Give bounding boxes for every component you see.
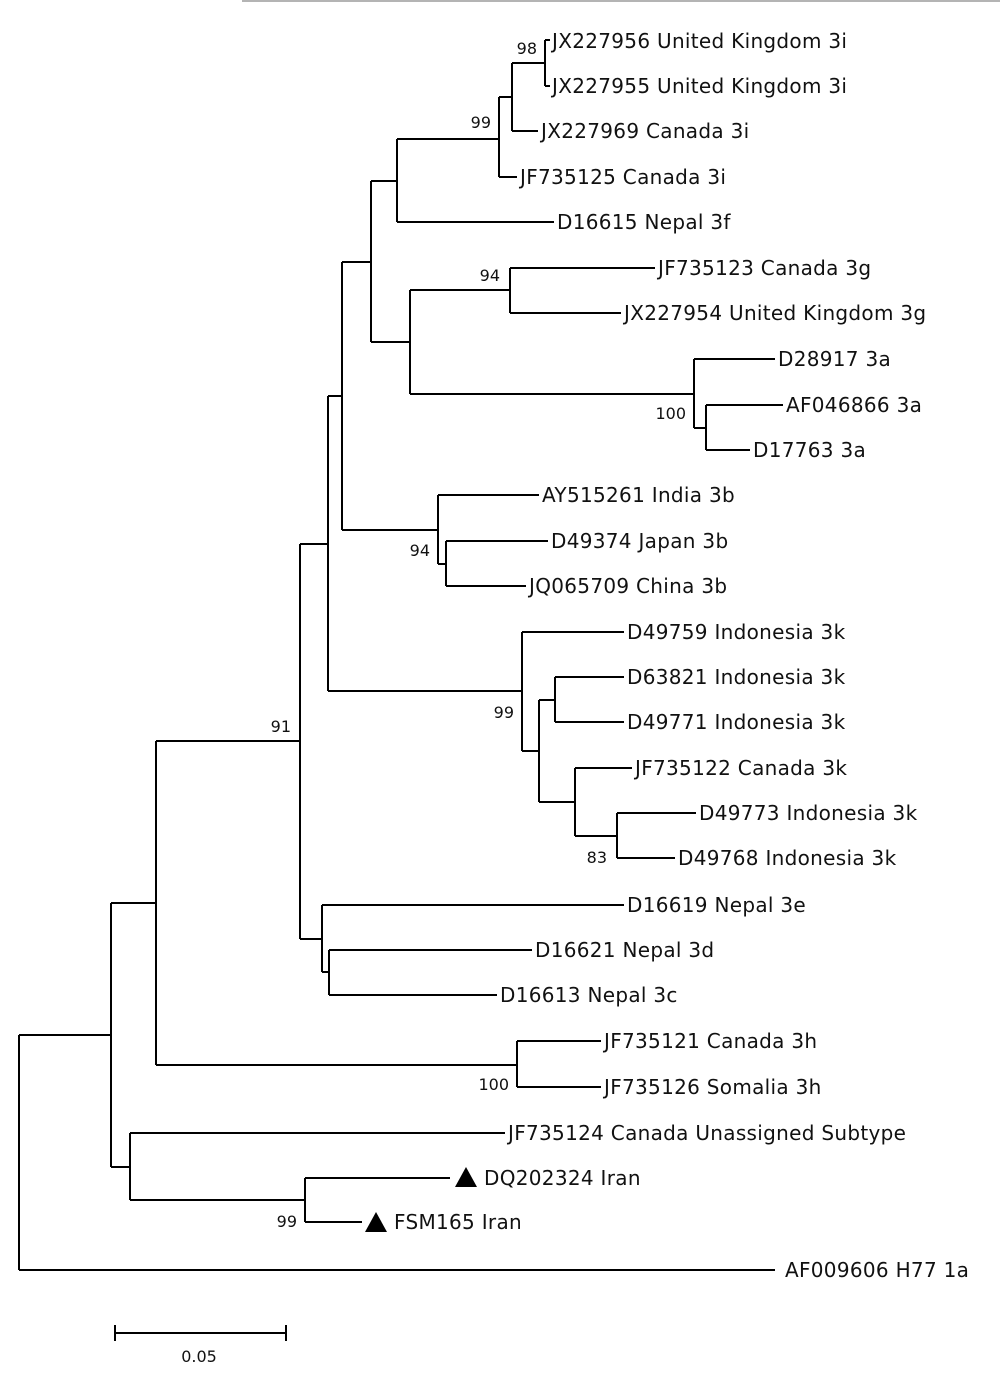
- leaf-label-jf735126: JF735126 Somalia 3h: [602, 1075, 822, 1099]
- leaf-label-d16621: D16621 Nepal 3d: [535, 938, 714, 962]
- leaf-label-d16619: D16619 Nepal 3e: [627, 893, 806, 917]
- leaf-label-af046866: AF046866 3a: [786, 393, 922, 417]
- triangle-marker-icon: [365, 1212, 387, 1232]
- leaf-label-d28917: D28917 3a: [778, 347, 891, 371]
- branch: [574, 767, 632, 837]
- branch: [129, 1132, 505, 1201]
- branch: [370, 180, 410, 343]
- bootstrap-value: 98: [517, 39, 537, 58]
- bootstrap-value: 99: [277, 1212, 297, 1231]
- leaf-label-d16615: D16615 Nepal 3f: [557, 210, 731, 234]
- scale-bar-line: [114, 1325, 287, 1341]
- leaf-label-d49771: D49771 Indonesia 3k: [627, 710, 846, 734]
- leaf-label-fsm165: FSM165 Iran: [394, 1210, 522, 1234]
- leaf-label-jf735125: JF735125 Canada 3i: [518, 165, 726, 189]
- leaf-label-ay515261: AY515261 India 3b: [542, 483, 735, 507]
- bootstrap-value: 83: [587, 848, 607, 867]
- leaf-label-d49374: D49374 Japan 3b: [551, 529, 728, 553]
- leaf-label-d16613: D16613 Nepal 3c: [500, 983, 678, 1007]
- bootstrap-values: 98 99 94 100 94 99 83 91 100 99: [271, 39, 686, 1231]
- leaf-label-d49768: D49768 Indonesia 3k: [678, 846, 897, 870]
- branch: [498, 96, 517, 178]
- triangle-marker-icon: [455, 1167, 477, 1187]
- leaf-label-jf735123: JF735123 Canada 3g: [656, 256, 871, 280]
- branch: [538, 699, 575, 803]
- leaf-label-jf735124: JF735124 Canada Unassigned Subtype: [506, 1121, 906, 1145]
- scale-bar: 0.05: [114, 1325, 287, 1366]
- leaf-labels: JX227956 United Kingdom 3i JX227955 Unit…: [394, 29, 969, 1282]
- branch: [544, 39, 550, 87]
- leaf-label-d49773: D49773 Indonesia 3k: [699, 801, 918, 825]
- leaf-label-jx227954: JX227954 United Kingdom 3g: [622, 301, 926, 325]
- branch: [110, 902, 156, 1168]
- leaf-label-d17763: D17763 3a: [753, 438, 866, 462]
- branch: [437, 494, 539, 565]
- branch: [18, 1034, 775, 1271]
- leaf-label-jx227956: JX227956 United Kingdom 3i: [550, 29, 847, 53]
- branch: [341, 261, 438, 531]
- leaf-label-jx227969: JX227969 Canada 3i: [539, 119, 749, 143]
- bootstrap-value: 99: [471, 113, 491, 132]
- bootstrap-value: 91: [271, 717, 291, 736]
- branch: [521, 631, 624, 752]
- tree-branches: [18, 39, 783, 1271]
- bootstrap-value: 99: [494, 703, 514, 722]
- branch: [516, 1040, 601, 1088]
- leaf-label-dq202324: DQ202324 Iran: [484, 1166, 641, 1190]
- leaf-label-jf735122: JF735122 Canada 3k: [633, 756, 847, 780]
- leaf-label-d49759: D49759 Indonesia 3k: [627, 620, 846, 644]
- leaf-label-jf735121: JF735121 Canada 3h: [602, 1029, 817, 1053]
- leaf-label-d63821: D63821 Indonesia 3k: [627, 665, 846, 689]
- bootstrap-value: 100: [655, 404, 686, 423]
- leaf-label-jx227955: JX227955 United Kingdom 3i: [550, 74, 847, 98]
- branch: [299, 543, 328, 940]
- branch: [554, 676, 624, 723]
- bootstrap-value: 100: [478, 1075, 509, 1094]
- scale-bar-label: 0.05: [181, 1347, 217, 1366]
- branch: [155, 740, 517, 1066]
- bootstrap-value: 94: [480, 266, 500, 285]
- leaf-label-jq065709: JQ065709 China 3b: [527, 574, 727, 598]
- bootstrap-value: 94: [410, 541, 430, 560]
- leaf-label-af009606: AF009606 H77 1a: [785, 1258, 969, 1282]
